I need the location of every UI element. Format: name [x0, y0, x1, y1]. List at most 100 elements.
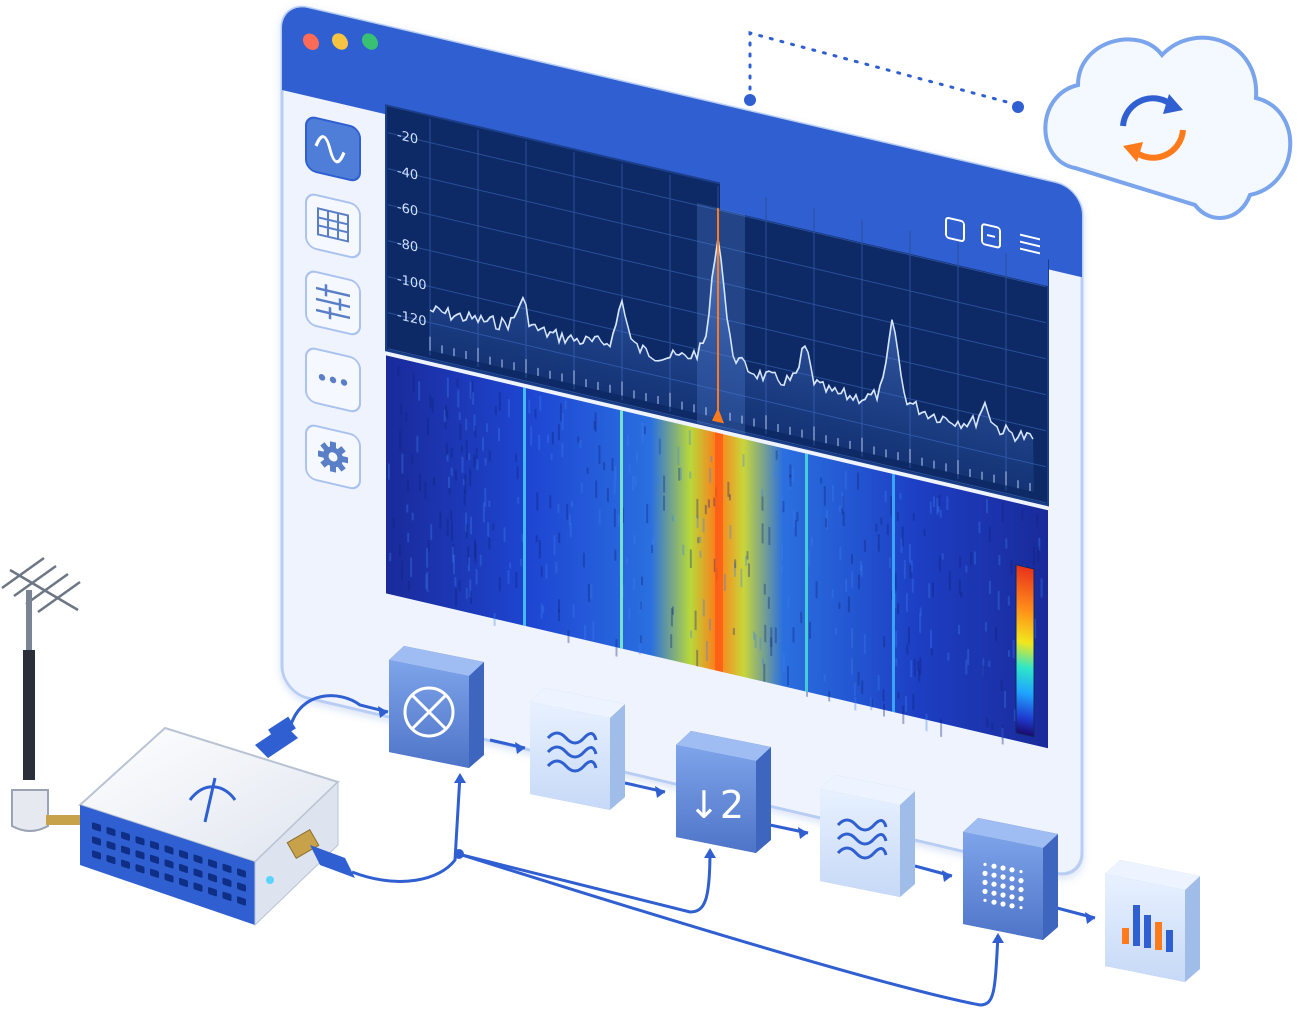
- spectrum-panel[interactable]: -20-40-60-80-100-120: [385, 84, 1049, 507]
- output-chart-block[interactable]: [1105, 860, 1200, 982]
- waterfall-speck: [897, 691, 900, 699]
- waterfall-speck: [450, 447, 453, 458]
- waterfall-speck: [454, 470, 457, 482]
- sidebar-item-table[interactable]: [305, 193, 361, 260]
- waterfall-speck: [918, 668, 921, 683]
- lowpass-filter-block-2[interactable]: [820, 775, 915, 897]
- waterfall-speck: [937, 506, 940, 513]
- waterfall-speck: [903, 559, 906, 580]
- sidebar: [305, 116, 361, 491]
- waterfall-speck: [454, 577, 457, 587]
- waterfall-speck: [762, 658, 764, 666]
- waterfall-speck: [986, 498, 988, 514]
- waterfall-speck: [652, 537, 655, 553]
- waterfall-speck: [823, 673, 826, 682]
- sidebar-item-waveform[interactable]: [305, 116, 361, 183]
- decimator-block[interactable]: ↓2: [676, 731, 771, 853]
- waterfall-speck: [702, 518, 705, 533]
- waterfall-speck: [663, 495, 665, 512]
- close-dot-icon[interactable]: [303, 32, 319, 52]
- grid-dot: [991, 872, 997, 878]
- waterfall-speck: [754, 633, 757, 649]
- mixer-cross-icon: [403, 686, 455, 738]
- sidebar-item-sliders[interactable]: [305, 270, 361, 337]
- waterfall-speck: [474, 425, 477, 438]
- vent-slot: [164, 859, 174, 869]
- colorbar: [1015, 564, 1035, 738]
- waterfall-speck: [906, 644, 909, 655]
- waterfall-speck: [651, 538, 654, 550]
- sdr-device[interactable]: [78, 726, 340, 927]
- marker-triangle-icon[interactable]: [712, 407, 724, 424]
- waterfall-speck: [919, 607, 922, 616]
- waterfall-speck: [880, 517, 883, 525]
- vent-slot: [135, 850, 145, 860]
- waterfall-speck: [911, 578, 914, 593]
- maximize-dot-icon[interactable]: [362, 32, 378, 52]
- waterfall-speck: [970, 552, 973, 566]
- waterfall-speck: [1038, 537, 1041, 551]
- sidebar-item-more[interactable]: [305, 347, 361, 414]
- waterfall-speck: [476, 458, 479, 471]
- waterfall-speck: [475, 568, 478, 585]
- split-view-icon[interactable]: [981, 223, 1001, 249]
- minimize-dot-icon[interactable]: [332, 32, 348, 52]
- waterfall-speck: [727, 481, 730, 498]
- waterfall-speck: [410, 557, 413, 578]
- grid-line: [388, 348, 1046, 504]
- waterfall-speck: [877, 534, 880, 552]
- cloud-sync[interactable]: [1043, 35, 1293, 220]
- waterfall-speck: [407, 580, 410, 591]
- waterfall-speck: [452, 543, 455, 554]
- fft-block[interactable]: [963, 818, 1058, 940]
- spectrum-fill: [430, 238, 1034, 492]
- waterfall-speck: [590, 584, 593, 600]
- waterfall-panel[interactable]: [386, 355, 1048, 762]
- waterfall-speck: [905, 593, 908, 612]
- waterfall-speck: [469, 579, 472, 598]
- vent-slot: [92, 850, 101, 860]
- waterfall-speck: [958, 624, 960, 635]
- lowpass-filter-block-1[interactable]: [530, 688, 625, 810]
- waterfall-speck: [450, 510, 453, 522]
- waterfall-speck: [826, 509, 828, 530]
- usb-connector-1[interactable]: [255, 716, 298, 758]
- waterfall-speck: [446, 518, 449, 537]
- menu-icon[interactable]: [1020, 233, 1040, 255]
- waterfall-speck: [558, 599, 560, 613]
- waterfall-speck: [1021, 508, 1024, 522]
- waterfall-speck: [407, 532, 410, 543]
- waterfall-speck: [474, 543, 477, 564]
- mixer-block[interactable]: [389, 646, 484, 768]
- waterfall-speck: [540, 603, 543, 619]
- waterfall-speck: [641, 576, 643, 586]
- waterfall-speck: [426, 547, 429, 568]
- usb-connector-2[interactable]: [310, 845, 355, 878]
- waterfall-speck: [763, 663, 766, 682]
- waterfall-speck: [658, 438, 661, 455]
- waterfall-speck: [432, 477, 435, 486]
- waterfall-speck: [446, 454, 449, 462]
- waterfall-speck: [419, 473, 422, 492]
- spectrum-trace: [429, 238, 1034, 443]
- waterfall-speck: [896, 512, 899, 522]
- waterfall-speck: [561, 442, 564, 458]
- waterfall-speck: [696, 649, 699, 667]
- waterfall-speck: [643, 426, 646, 435]
- dot-grid-icon: [982, 862, 1024, 910]
- waterfall-speck: [782, 652, 785, 672]
- waterfall-speck: [838, 505, 841, 513]
- waterfall-speck: [498, 391, 501, 411]
- waterfall-speck: [890, 495, 893, 516]
- waterfall-speck: [995, 626, 998, 642]
- waterfall-speck: [429, 394, 432, 409]
- waterfall-speck: [627, 434, 630, 447]
- waterfall-speck: [809, 621, 811, 639]
- waterfall-speck: [841, 491, 843, 509]
- sidebar-item-settings[interactable]: [305, 424, 361, 491]
- waterfall-speck: [418, 381, 421, 401]
- waterfall-speck: [939, 509, 942, 519]
- waterfall-speck: [800, 611, 803, 624]
- waterfall-speck: [831, 588, 834, 599]
- single-view-icon[interactable]: [945, 216, 965, 242]
